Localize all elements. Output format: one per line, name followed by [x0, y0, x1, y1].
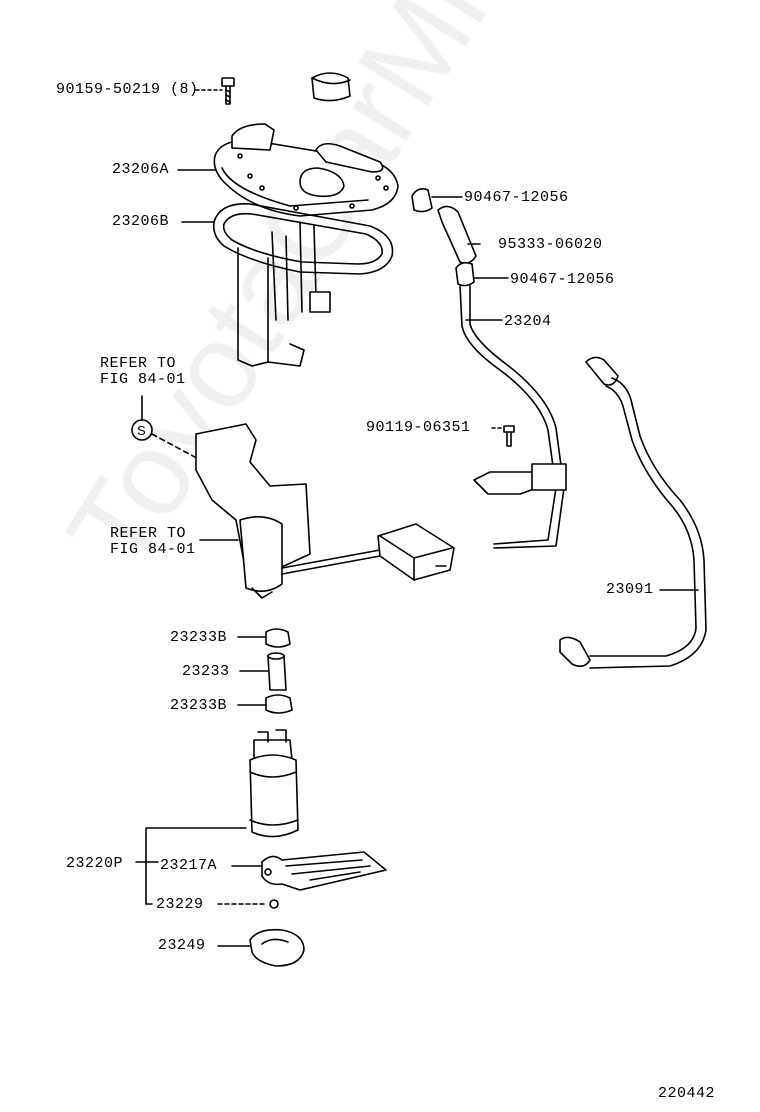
fuel-tube-23204-icon [459, 285, 567, 549]
label-refer1-line2: FIG 84-01 [100, 371, 186, 388]
label-clip-90467-top: 90467-12056 [464, 189, 569, 206]
label-s-symbol: S [137, 423, 147, 438]
label-23233B-bottom: 23233B [170, 697, 228, 714]
bolt-90119-icon [503, 425, 515, 447]
label-23204: 23204 [504, 313, 552, 330]
label-hose-95333: 95333-06020 [498, 236, 603, 253]
label-23233B-top: 23233B [170, 629, 228, 646]
fuel-pipe-23091-icon [559, 356, 707, 669]
sender-gauge-icon [195, 423, 455, 599]
label-clip-90467-bottom: 90467-12056 [510, 271, 615, 288]
label-23206B: 23206B [112, 213, 170, 230]
label-refer2-line1: REFER TO [110, 525, 187, 542]
cushion-23249-icon [249, 928, 305, 967]
label-23233: 23233 [182, 663, 230, 680]
pump-bracket-23206A-icon [213, 123, 399, 217]
label-23220P: 23220P [66, 855, 124, 872]
fuel-filter-23217A-icon [261, 851, 387, 891]
label-bolt-90159: 90159-50219 (8) [56, 81, 199, 98]
clip-90467-bottom-icon [455, 261, 475, 287]
clip-90467-top-icon [411, 188, 433, 213]
label-refer2-line2: FIG 84-01 [110, 541, 196, 558]
cap-icon [311, 72, 351, 102]
pump-bracket-body-icon [237, 221, 331, 367]
label-23206A: 23206A [112, 161, 170, 178]
diagram-id: 220442 [658, 1085, 716, 1102]
label-23249: 23249 [158, 937, 206, 954]
gasket-23206B-icon [212, 203, 394, 275]
hose-23233-icon [267, 652, 287, 691]
ring-23229-icon [269, 899, 279, 909]
label-23091: 23091 [606, 581, 654, 598]
hose-95333-icon [437, 205, 477, 264]
label-23229: 23229 [156, 896, 204, 913]
label-23217A: 23217A [160, 857, 218, 874]
fuel-pump-23220-icon [249, 729, 299, 838]
clamp-23233B-top-icon [265, 628, 291, 648]
label-refer1-line1: REFER TO [100, 355, 177, 372]
label-bolt-90119: 90119-06351 [366, 419, 471, 436]
bolt-90159-icon [221, 77, 235, 105]
clamp-23233B-bottom-icon [265, 694, 293, 714]
